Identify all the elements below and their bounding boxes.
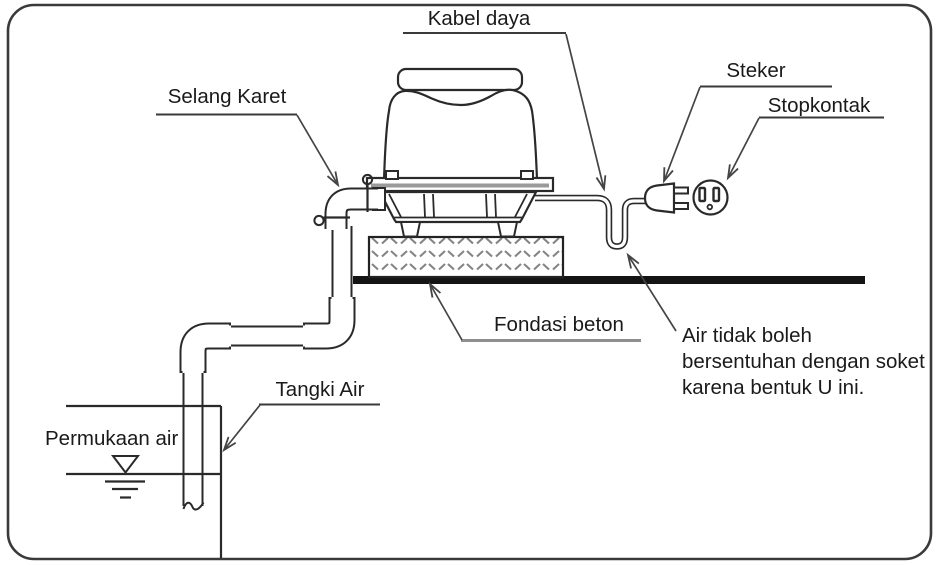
water-level-symbol (105, 455, 145, 499)
leader-steker (663, 86, 701, 184)
pipe-break-icon (182, 501, 205, 511)
rubber-hose-elbow (324, 187, 379, 230)
label-outlet: Stopkontak (767, 94, 871, 117)
cable-u-shape (535, 194, 652, 250)
label-water-surface: Permukaan air (45, 427, 179, 450)
leader-lines (222, 33, 760, 453)
ground-line (353, 276, 865, 284)
leader-note (626, 252, 677, 332)
tank-outline (66, 404, 223, 558)
label-plug: Steker (726, 59, 786, 82)
leader-selang-karet (296, 114, 340, 188)
note-u-shape-warning: Air tidak boleh bersentuhan dengan soket… (682, 323, 934, 401)
leader-kabel-daya (565, 33, 607, 192)
note-line: karena bentuk U ini. (682, 376, 865, 399)
hose-clamp (313, 214, 350, 227)
pump-illustration (365, 67, 555, 238)
foundation-block (367, 235, 565, 279)
label-concrete-foundation: Fondasi beton (494, 313, 624, 336)
label-underlines (156, 32, 884, 406)
label-rubber-hose: Selang Karet (167, 85, 287, 108)
pipe-assembly (179, 225, 356, 511)
leader-stopkontak (726, 117, 760, 181)
leader-tangki-air (222, 404, 261, 453)
label-water-tank: Tangki Air (275, 378, 365, 401)
outlet-icon (692, 179, 729, 216)
frame-border (6, 3, 933, 561)
leader-fondasi-beton (428, 281, 463, 341)
label-power-cable: Kabel daya (427, 7, 531, 30)
note-line: bersentuhan dengan soket (682, 350, 925, 373)
hose-clamp (361, 173, 374, 212)
plug-icon (643, 182, 689, 214)
note-line: Air tidak boleh (682, 324, 812, 347)
